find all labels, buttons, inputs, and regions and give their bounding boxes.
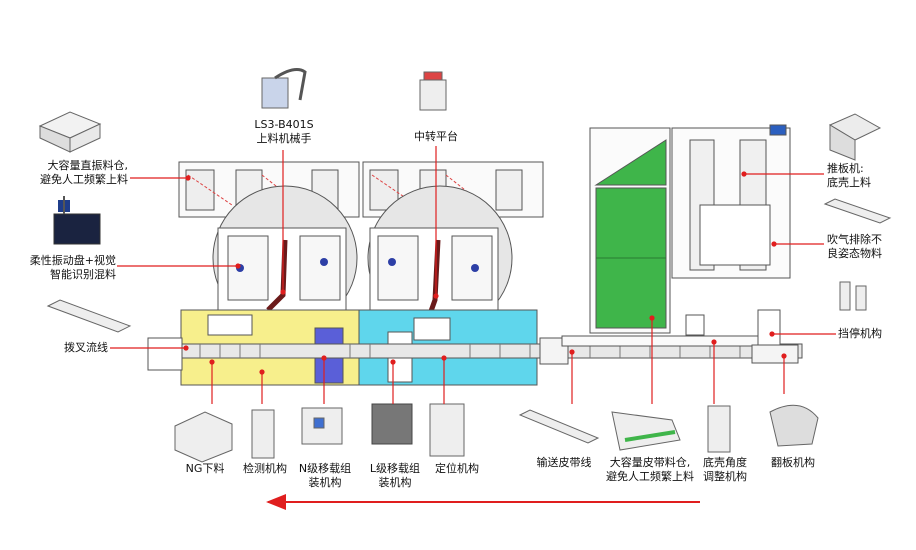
label-belt-silo-line2: 避免人工频繁上料 [606,470,694,483]
label-n-transfer-line2: 装机构 [308,476,342,489]
label-n-transfer-line1: N级移载组 [298,462,352,475]
robot-arms [266,239,441,315]
label-stopper: 挡停机构 [838,327,882,340]
label-l-transfer-line1: L级移载组 [369,462,421,475]
label-robot: LS3-B401S 上料机械手 [246,118,322,146]
push-plate-thumbnail [828,113,882,161]
belt-silo-structure [589,124,799,364]
label-silo-line1: 大容量直振料仓, [47,159,129,172]
label-flexible-feeder-line1: 柔性振动盘+视觉 [29,254,116,267]
label-transfer: 中转平台 [414,130,458,143]
label-positioning: 定位机构 [435,462,479,475]
n-transfer-thumbnail [301,407,343,445]
label-ng: NG下料 [185,462,225,475]
label-silo: 大容量直振料仓, 避免人工频繁上料 [12,159,128,187]
angle-adjust-thumbnail [707,405,731,453]
leader-lines [110,146,836,404]
label-belt-silo: 大容量皮带料仓, 避免人工频繁上料 [598,456,702,484]
flip-thumbnail [769,404,819,447]
conveyor-rail [147,335,803,371]
label-conveyor: 输送皮带线 [536,456,592,469]
flexible-feeder-thumbnail [53,196,101,245]
belt-silo-thumbnail [611,411,681,451]
machine-frame [178,161,544,331]
label-air-blow-line1: 吹气排除不 [827,233,882,246]
label-angle-adjust-line1: 底壳角度 [703,456,747,469]
positioning-thumbnail [429,403,465,457]
label-push-plate-line1: 推板机: [827,162,864,175]
label-robot-line1: LS3-B401S [254,118,314,131]
ng-thumbnail [174,411,233,463]
label-fork-line: 拨叉流线 [64,341,108,354]
label-n-transfer: N级移载组 装机构 [292,462,358,490]
transfer-platform-thumbnail [419,71,447,111]
label-air-blow: 吹气排除不 良姿态物料 [827,233,882,261]
label-robot-line2: 上料机械手 [256,132,312,145]
label-belt-silo-line1: 大容量皮带料仓, [609,456,691,469]
stopper-thumbnail [839,281,867,311]
inspect-thumbnail [251,409,275,459]
silo-thumbnail [38,111,102,153]
label-angle-adjust: 底壳角度 调整机构 [696,456,754,484]
robot-thumbnail [261,68,307,109]
label-flip: 翻板机构 [771,456,815,469]
label-air-blow-line2: 良姿态物料 [827,247,882,260]
label-angle-adjust-line2: 调整机构 [703,470,747,483]
label-push-plate: 推板机: 底壳上料 [827,162,871,190]
air-blow-thumbnail [823,198,892,224]
fork-line-thumbnail [46,299,132,333]
label-l-transfer-line2: 装机构 [378,476,412,489]
label-l-transfer: L级移载组 装机构 [362,462,428,490]
l-transfer-thumbnail [371,403,413,445]
label-flexible-feeder: 柔性振动盘+视觉 智能识别混料 [12,254,116,282]
label-silo-line2: 避免人工频繁上料 [40,173,128,186]
label-inspect: 检测机构 [243,462,287,475]
label-push-plate-line2: 底壳上料 [827,176,871,189]
conveyor-thumbnail [518,409,600,444]
label-flexible-feeder-line2: 智能识别混料 [50,268,116,281]
